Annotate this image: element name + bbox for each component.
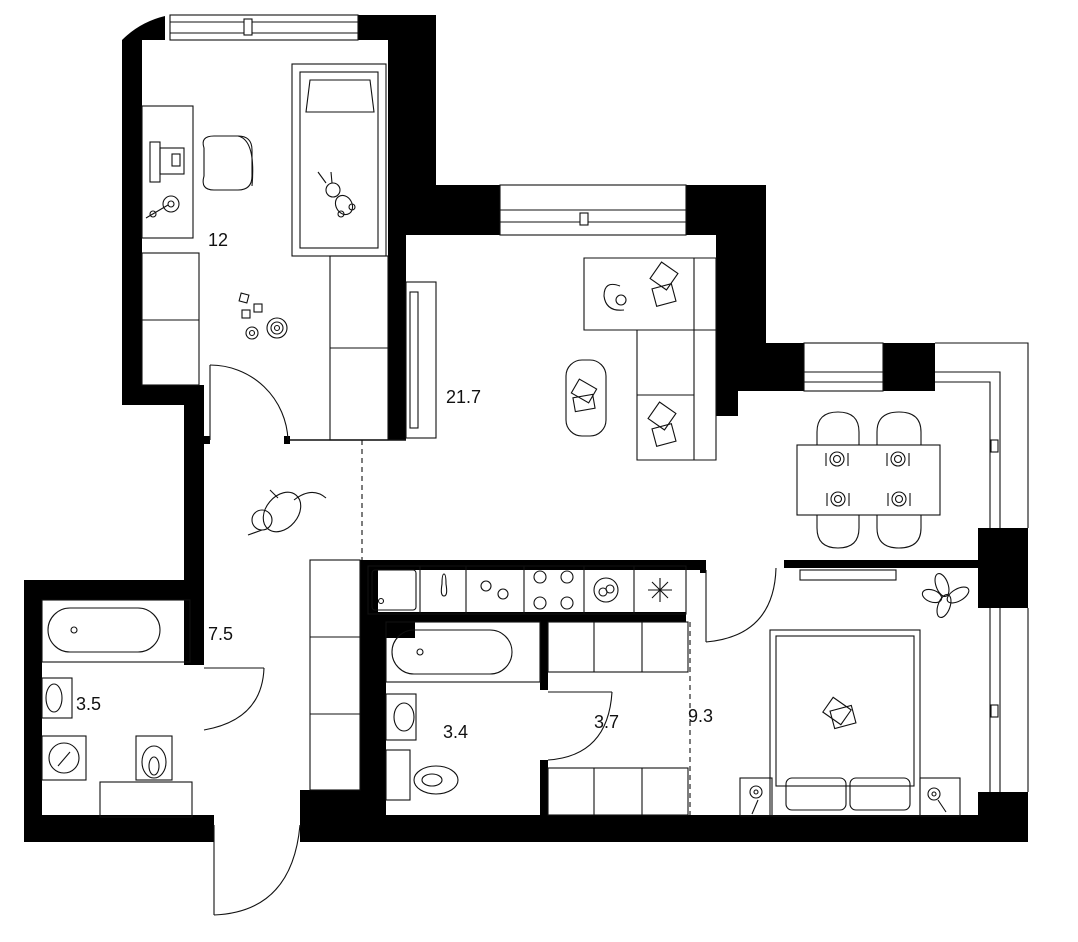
partitions (204, 436, 706, 815)
sofa-icon (583, 257, 717, 461)
nightstand-icon (739, 777, 961, 817)
cat-icon (603, 283, 627, 311)
doors (203, 364, 777, 916)
walls (24, 15, 1028, 842)
window-icon (803, 342, 884, 392)
closet-storage (547, 621, 689, 816)
kitchen-counter-icon (309, 559, 687, 791)
dining-area (796, 411, 941, 549)
single-bed-icon (291, 63, 387, 257)
sink-icon (371, 569, 417, 611)
place-setting-icon (825, 451, 911, 507)
area-labels: 12 21.7 7.5 3.5 3.4 3.7 9.3 (76, 230, 713, 742)
washing-machine-icon (41, 735, 87, 781)
window-icon (989, 608, 1029, 792)
toilet-icon (135, 735, 173, 781)
window-icon (499, 184, 687, 236)
stove-icon (440, 570, 574, 610)
door-icon (213, 824, 301, 916)
wardrobe-icon (329, 255, 389, 441)
office-chair-icon (202, 135, 254, 191)
wardrobe-icon (141, 252, 200, 386)
coffee-table-icon (565, 359, 607, 437)
plant-icon (921, 572, 970, 619)
cushion-icon (647, 261, 679, 447)
kids-room-furniture (141, 63, 389, 441)
door-icon (203, 667, 265, 731)
area-label-bathroom-right: 3.4 (443, 722, 468, 742)
bathtub-icon (41, 599, 191, 663)
tv-stand-icon (405, 281, 437, 439)
teddy-bunny-icon (317, 171, 356, 218)
bathroom-left-fixtures (41, 599, 193, 818)
window-icon (169, 14, 359, 41)
lamp-icon (145, 195, 180, 219)
door-icon (547, 691, 613, 761)
area-label-closet: 3.7 (594, 712, 619, 732)
dining-table-icon (796, 444, 941, 516)
double-bed-icon (769, 629, 921, 817)
target-toy-icon (245, 317, 288, 340)
bedroom-furniture (739, 569, 970, 817)
window-icon (935, 342, 1029, 528)
wardrobe-icon (547, 621, 689, 816)
desk-icon (141, 105, 194, 239)
washbasin-icon (385, 693, 417, 741)
living-room-furniture (405, 257, 717, 461)
fridge-icon (593, 577, 672, 603)
area-label-living-room: 21.7 (446, 387, 481, 407)
door-icon (209, 364, 289, 441)
toy-blocks-icon (238, 292, 263, 319)
windows (169, 14, 1029, 792)
area-label-bedroom: 9.3 (688, 706, 713, 726)
door-icon (705, 567, 777, 643)
dining-chair-icon (816, 411, 922, 549)
toilet-icon (385, 749, 459, 801)
area-label-kids-room: 12 (208, 230, 228, 250)
washbasin-icon (41, 677, 73, 719)
area-label-hallway: 7.5 (208, 624, 233, 644)
area-label-bathroom-left: 3.5 (76, 694, 101, 714)
kitchen (309, 559, 687, 791)
bathroom-right-fixtures (385, 621, 541, 801)
cat-icon (247, 489, 327, 536)
bathtub-icon (385, 621, 541, 683)
